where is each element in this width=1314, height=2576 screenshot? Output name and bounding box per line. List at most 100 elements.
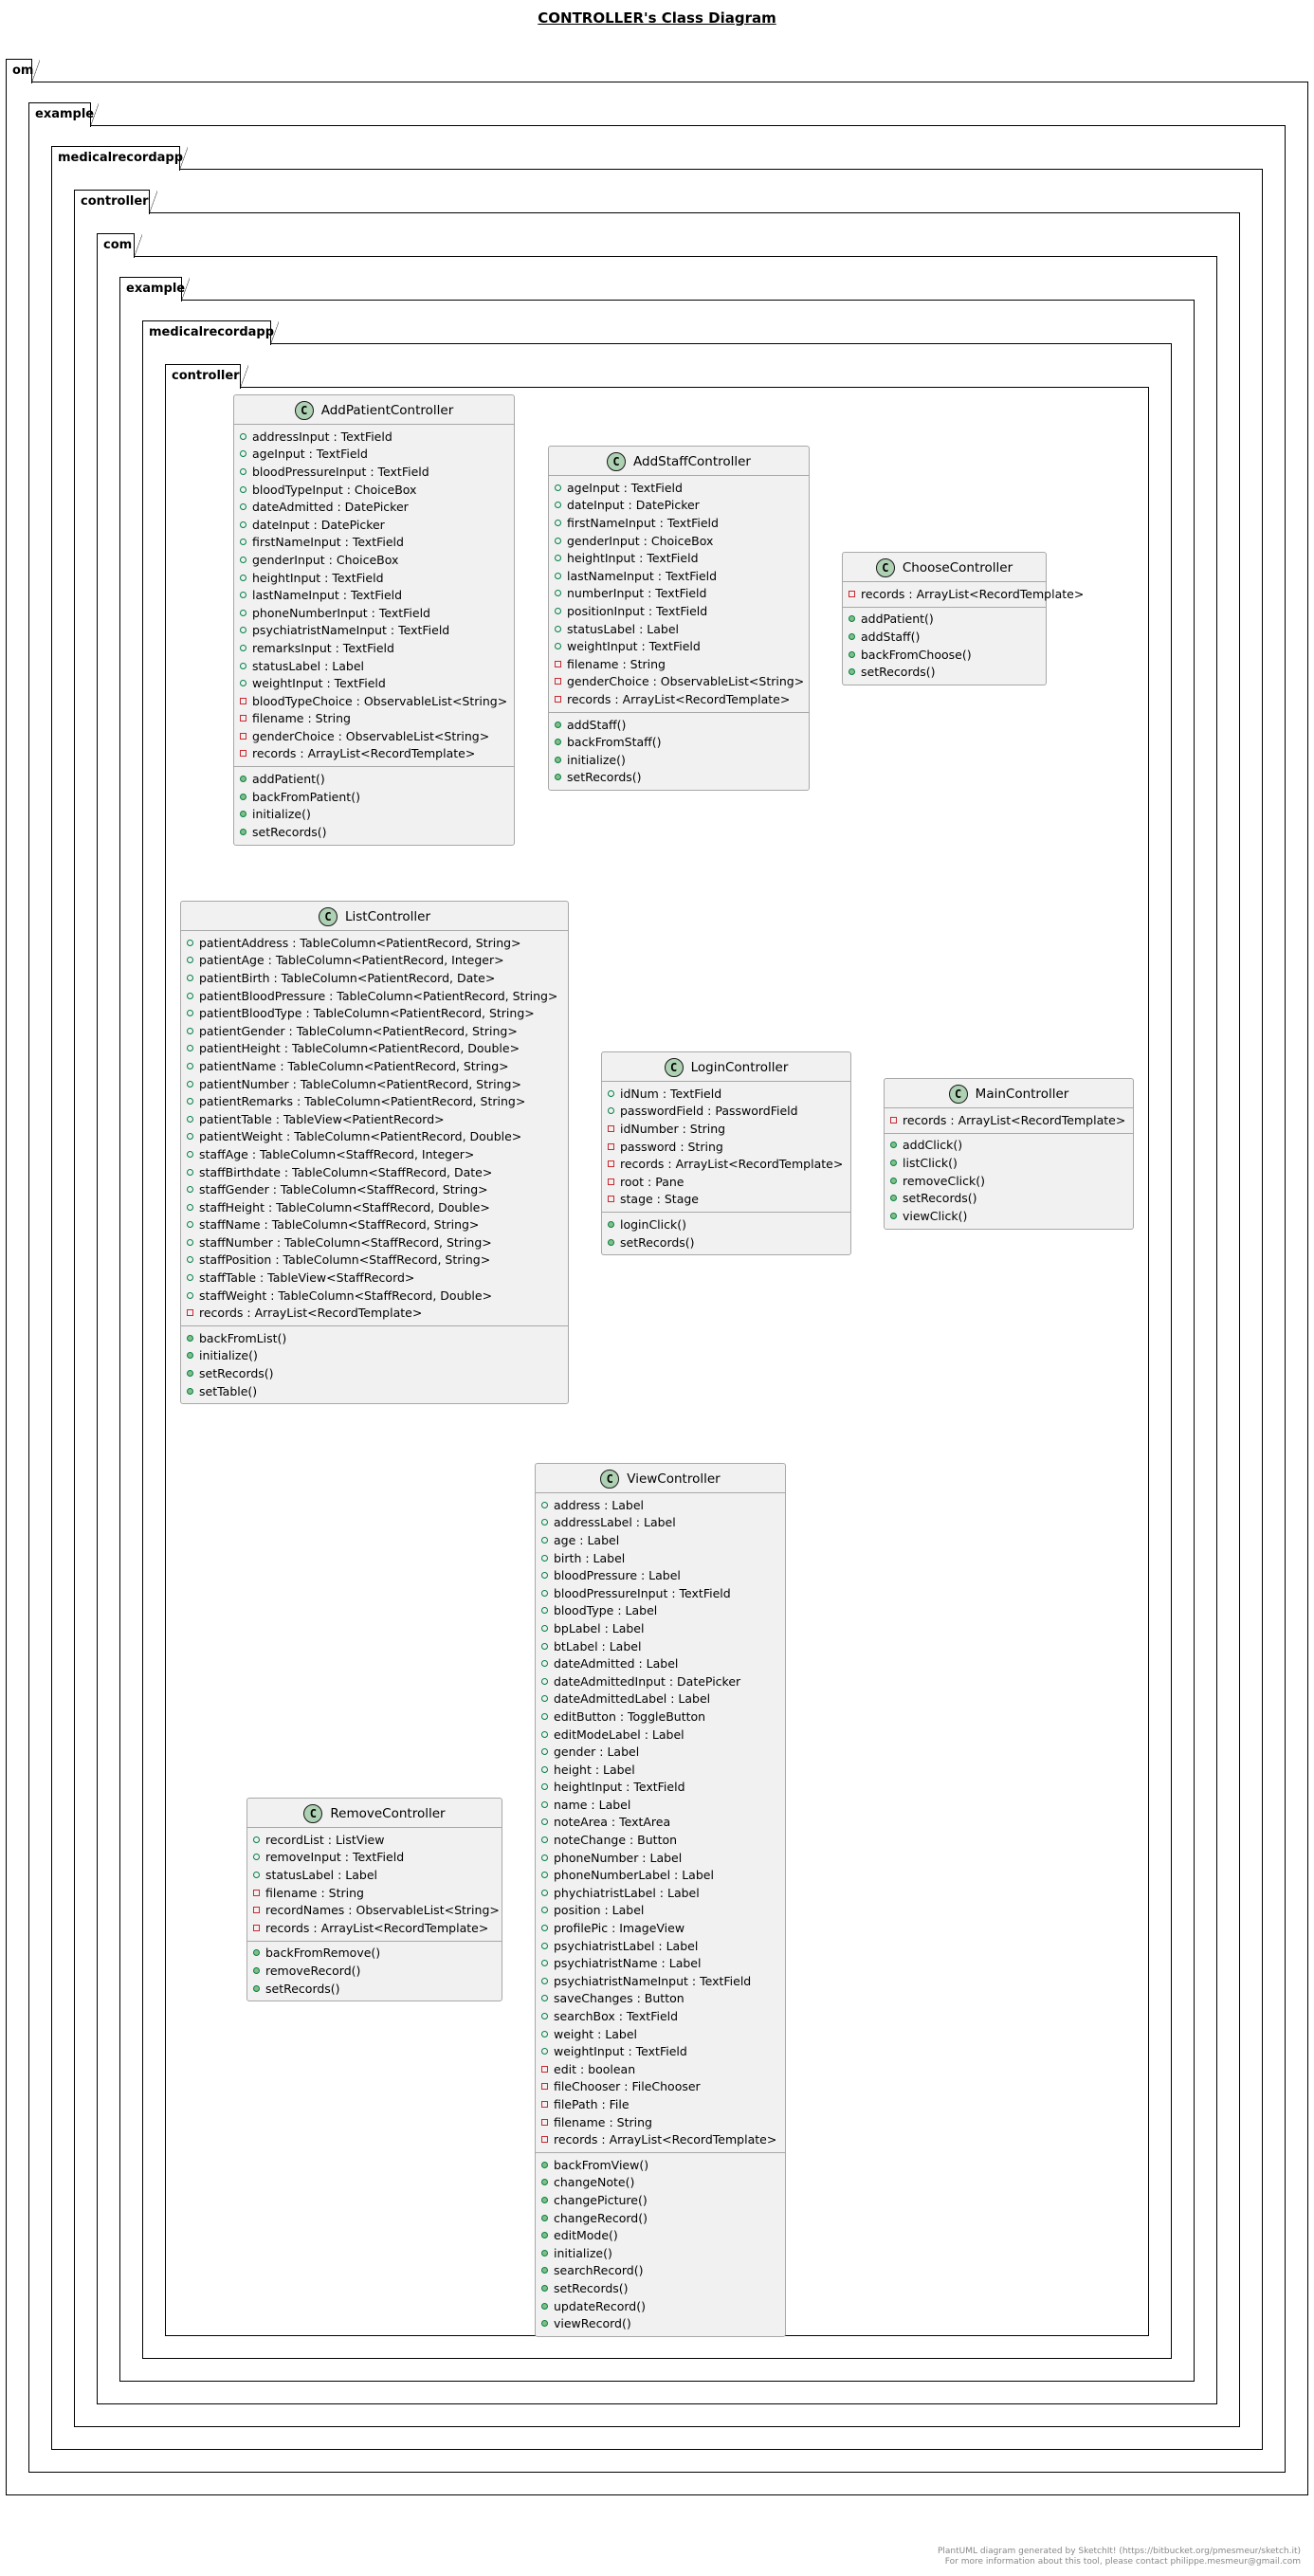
class-fields: records : ArrayList<RecordTemplate> xyxy=(843,582,1084,607)
public-method-icon xyxy=(541,2302,548,2310)
public-field-icon xyxy=(555,537,561,544)
field-text: dateAdmittedLabel : Label xyxy=(554,1691,711,1707)
public-method-icon xyxy=(555,756,561,763)
public-field-icon xyxy=(541,2048,548,2055)
method-text: setRecords() xyxy=(903,1191,977,1206)
public-field-icon xyxy=(541,1783,548,1791)
private-field-icon xyxy=(541,2065,548,2073)
class-field: name : Label xyxy=(541,1796,781,1814)
public-field-icon xyxy=(187,1203,193,1211)
field-text: staffHeight : TableColumn<StaffRecord, D… xyxy=(199,1199,490,1215)
method-text: loginClick() xyxy=(620,1216,686,1232)
public-field-icon xyxy=(187,1150,193,1158)
class-name: MainController xyxy=(975,1087,1069,1102)
public-field-icon xyxy=(541,1554,548,1562)
class-field: staffGender : TableColumn<StaffRecord, S… xyxy=(187,1180,564,1198)
field-text: patientBloodPressure : TableColumn<Patie… xyxy=(199,988,558,1003)
public-field-icon xyxy=(240,627,246,634)
class-field: dateAdmittedLabel : Label xyxy=(541,1690,781,1708)
class-field: staffHeight : TableColumn<StaffRecord, D… xyxy=(187,1198,564,1216)
class-field: numberInput : TextField xyxy=(555,585,805,603)
class-field: patientTable : TableView<PatientRecord> xyxy=(187,1110,564,1128)
class-method: removeClick() xyxy=(890,1172,1129,1190)
private-field-icon xyxy=(555,695,561,703)
private-field-icon xyxy=(555,660,561,667)
field-text: weightInput : TextField xyxy=(252,676,386,691)
class-field: bloodPressureInput : TextField xyxy=(541,1584,781,1602)
class-field: lastNameInput : TextField xyxy=(555,567,805,585)
field-text: addressInput : TextField xyxy=(252,429,392,444)
field-text: staffAge : TableColumn<StaffRecord, Inte… xyxy=(199,1146,475,1161)
field-text: firstNameInput : TextField xyxy=(252,535,404,550)
public-field-icon xyxy=(240,539,246,546)
class-field: weightInput : TextField xyxy=(541,2042,781,2060)
method-text: backFromView() xyxy=(554,2157,649,2172)
field-text: dateAdmittedInput : DatePicker xyxy=(554,1673,741,1689)
private-field-icon xyxy=(240,750,246,758)
class-field: height : Label xyxy=(541,1761,781,1779)
public-method-icon xyxy=(187,1334,193,1342)
class-field: filename : String xyxy=(253,1884,498,1902)
class-method: setRecords() xyxy=(555,769,805,787)
field-text: genderInput : ChoiceBox xyxy=(567,533,714,548)
public-method-icon xyxy=(187,1387,193,1395)
field-text: root : Pane xyxy=(620,1174,684,1189)
public-method-icon xyxy=(541,2214,548,2221)
field-text: dateAdmitted : DatePicker xyxy=(252,500,409,515)
package-name: controller xyxy=(165,364,248,389)
field-text: bpLabel : Label xyxy=(554,1620,645,1635)
public-field-icon xyxy=(187,1010,193,1017)
class-method: removeRecord() xyxy=(253,1962,498,1980)
field-text: bloodPressure : Label xyxy=(554,1568,681,1583)
class-method: backFromView() xyxy=(541,2156,781,2174)
class-field: records : ArrayList<RecordTemplate> xyxy=(253,1919,498,1937)
class-field: profilePic : ImageView xyxy=(541,1919,781,1937)
public-field-icon xyxy=(187,1274,193,1282)
class-field: patientRemarks : TableColumn<PatientReco… xyxy=(187,1092,564,1110)
field-text: statusLabel : Label xyxy=(265,1867,378,1882)
field-text: noteArea : TextArea xyxy=(554,1815,671,1830)
class-field: staffName : TableColumn<StaffRecord, Str… xyxy=(187,1216,564,1234)
method-text: backFromRemove() xyxy=(265,1946,381,1961)
class-field: firstNameInput : TextField xyxy=(240,534,510,552)
public-field-icon xyxy=(541,1748,548,1756)
method-text: listClick() xyxy=(903,1155,958,1170)
public-field-icon xyxy=(187,1256,193,1264)
class-field: patientAddress : TableColumn<PatientReco… xyxy=(187,934,564,952)
public-field-icon xyxy=(555,519,561,526)
class-field: idNum : TextField xyxy=(608,1085,847,1103)
field-text: birth : Label xyxy=(554,1550,626,1565)
class-field: firstNameInput : TextField xyxy=(555,514,805,532)
class-field: weightInput : TextField xyxy=(240,674,510,692)
class-c-icon: C xyxy=(948,1085,968,1104)
public-method-icon xyxy=(555,739,561,746)
field-text: gender : Label xyxy=(554,1745,640,1760)
class-name: AddPatientController xyxy=(320,403,454,418)
class-method: setTable() xyxy=(187,1382,564,1400)
class-field: bloodPressure : Label xyxy=(541,1566,781,1584)
field-text: editModeLabel : Label xyxy=(554,1726,684,1742)
field-text: bloodTypeChoice : ObservableList<String> xyxy=(252,693,508,708)
private-field-icon xyxy=(608,1160,614,1168)
public-field-icon xyxy=(541,1872,548,1879)
class-field: heightInput : TextField xyxy=(555,549,805,567)
public-method-icon xyxy=(541,2249,548,2256)
public-field-icon xyxy=(541,1977,548,1984)
class-method: initialize() xyxy=(555,751,805,769)
field-text: records : ArrayList<RecordTemplate> xyxy=(567,691,791,706)
public-field-icon xyxy=(541,1836,548,1844)
class-field: staffTable : TableView<StaffRecord> xyxy=(187,1269,564,1287)
field-text: phoneNumber : Label xyxy=(554,1850,683,1865)
public-field-icon xyxy=(240,467,246,475)
field-text: stage : Stage xyxy=(620,1192,699,1207)
method-text: removeClick() xyxy=(903,1173,986,1188)
class-field: edit : boolean xyxy=(541,2060,781,2078)
class-field: bloodTypeInput : ChoiceBox xyxy=(240,481,510,499)
